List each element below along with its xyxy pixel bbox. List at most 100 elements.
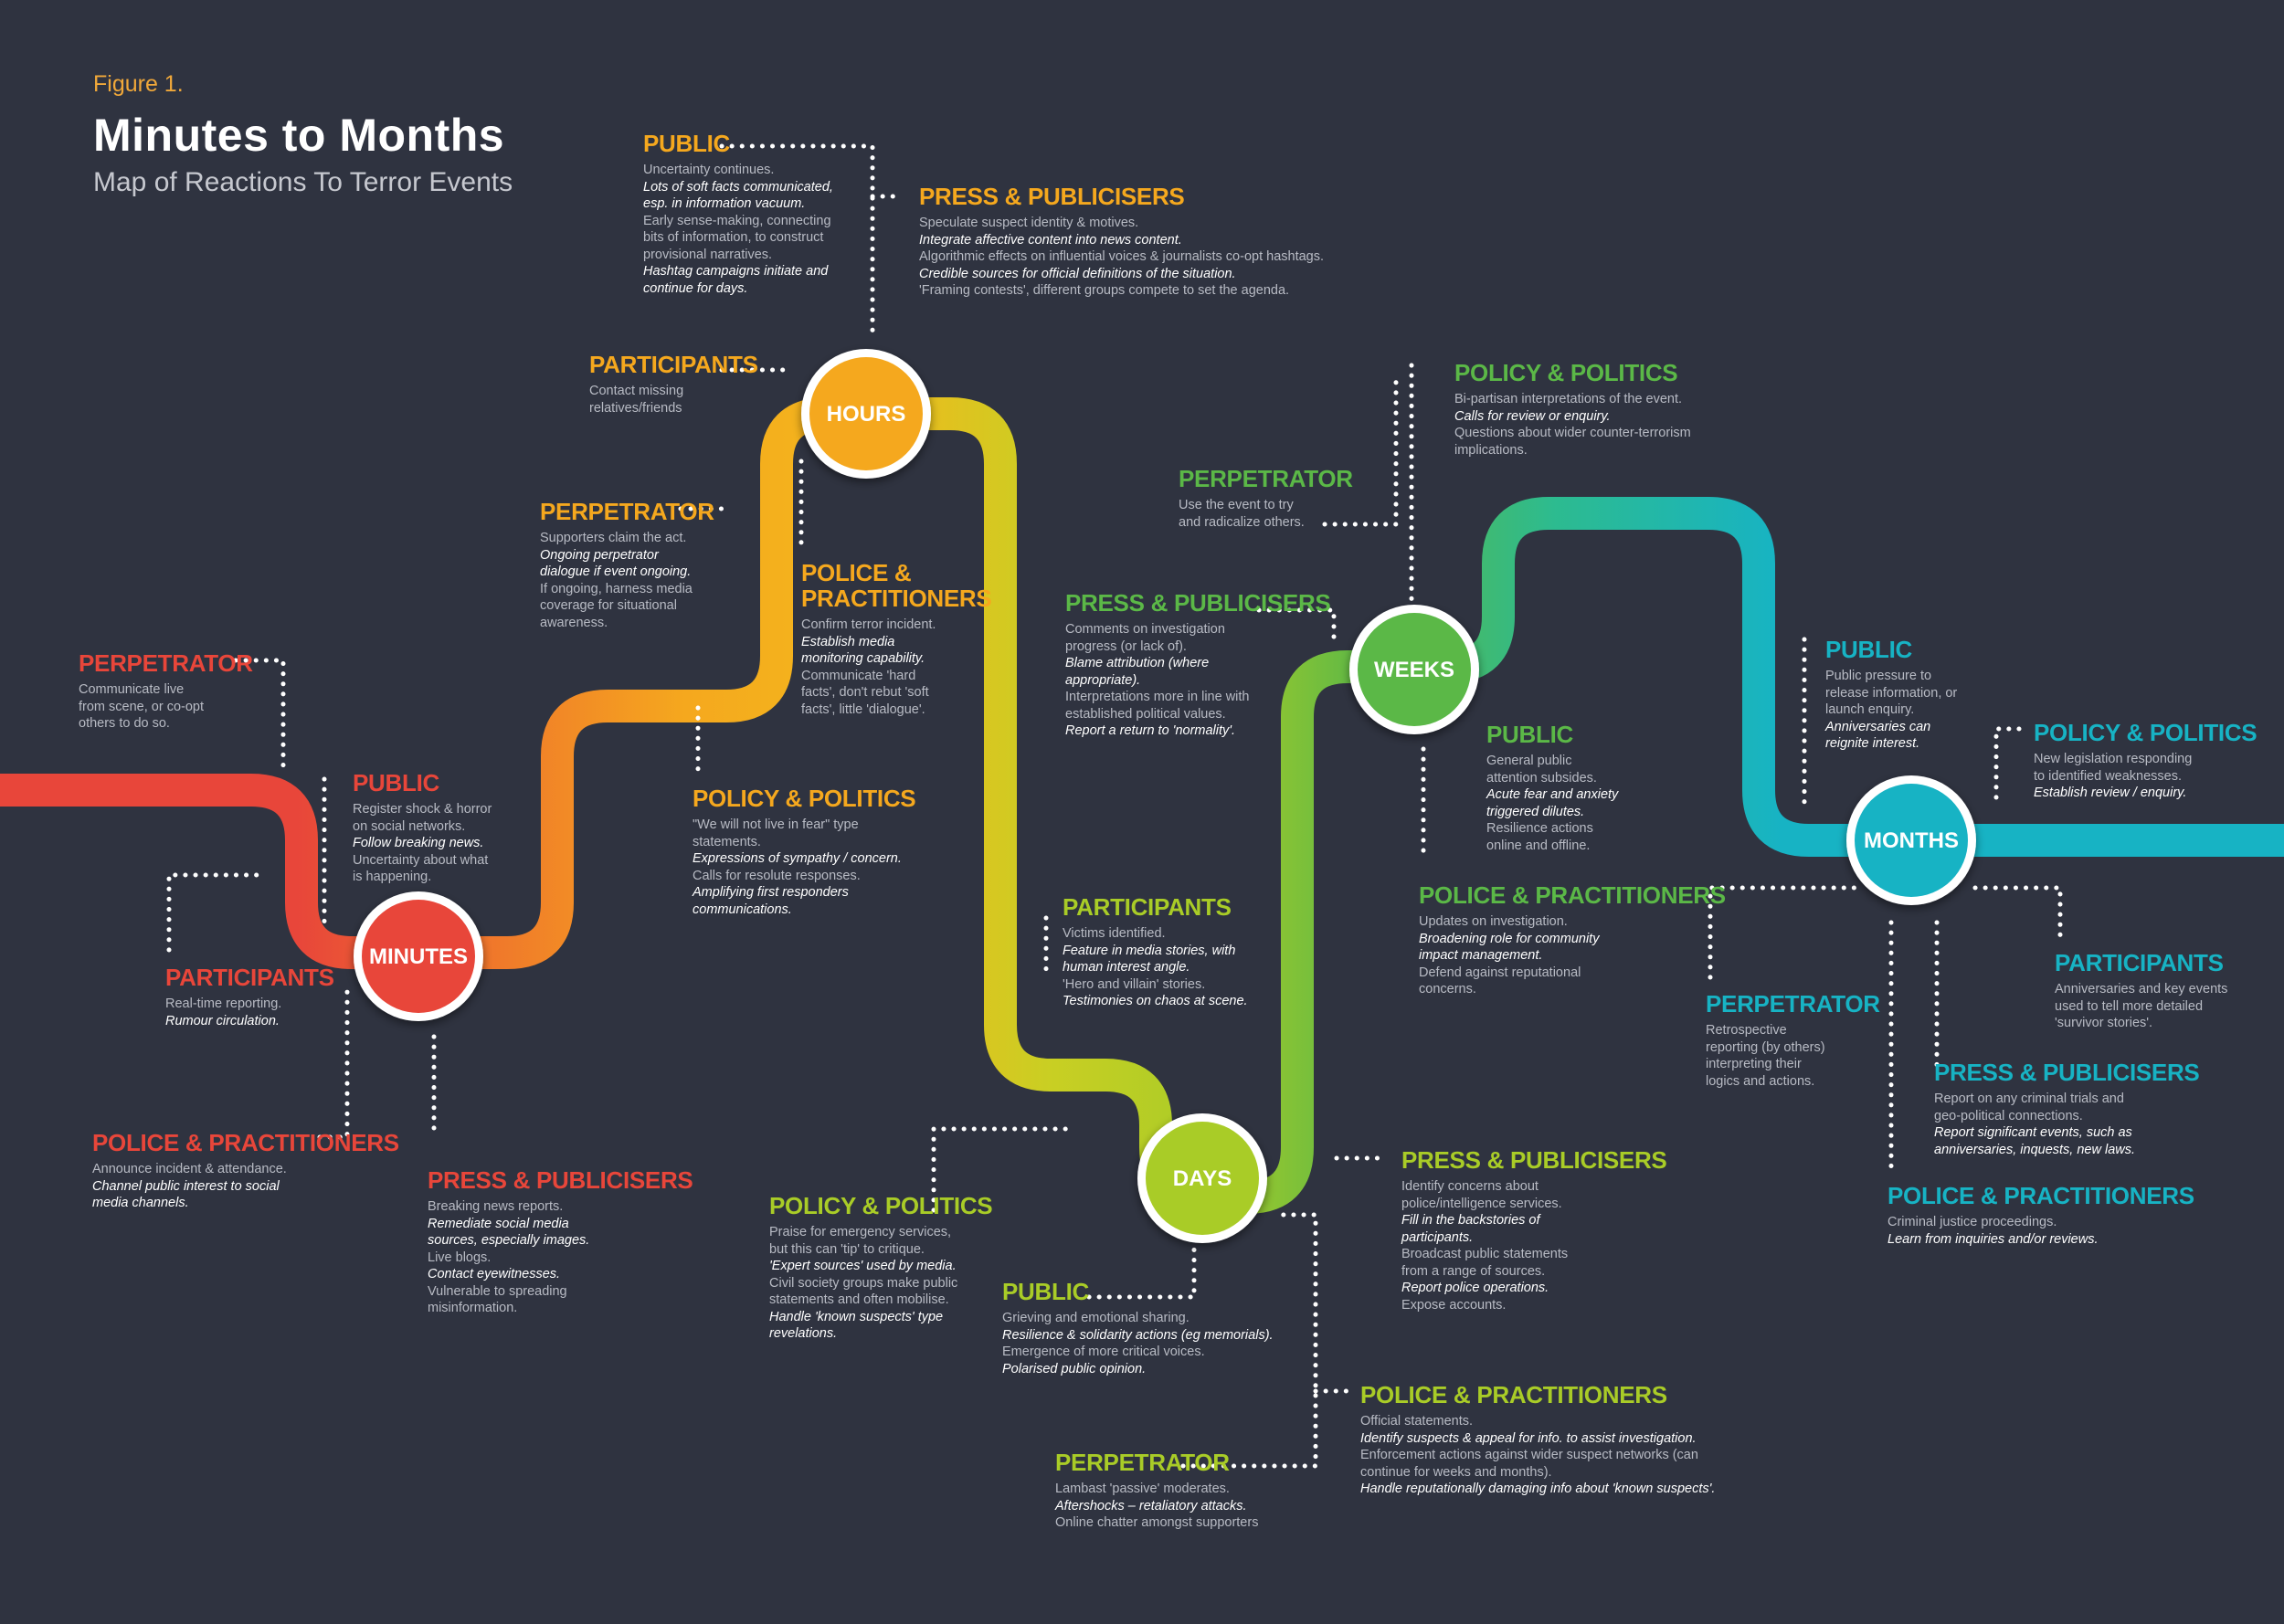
annotation-line: 'Framing contests', different groups com… bbox=[919, 283, 1290, 298]
annotation-line: Civil society groups make public bbox=[769, 1275, 958, 1291]
annotation-line: Lots of soft facts communicated, bbox=[643, 179, 833, 195]
annotation-line: reignite interest. bbox=[1825, 736, 1920, 751]
annotation-title: PARTICIPANTS bbox=[589, 351, 758, 378]
annotation-line: Resilience & solidarity actions (eg memo… bbox=[1002, 1327, 1274, 1343]
annotation-line: established political values. bbox=[1065, 706, 1226, 722]
annotation-line: on social networks. bbox=[353, 818, 466, 834]
annotation-line: Handle reputationally damaging info abou… bbox=[1360, 1482, 1716, 1496]
annotation-body: Official statements.Identify suspects & … bbox=[1360, 1413, 1715, 1498]
annotation-line: and radicalize others. bbox=[1179, 514, 1305, 530]
annotation-line: media channels. bbox=[92, 1196, 189, 1210]
annotation-title: PARTICIPANTS bbox=[2055, 949, 2224, 976]
annotation-line: 'Hero and villain' stories. bbox=[1063, 976, 1206, 992]
annotation-line: Report significant events, such as bbox=[1934, 1125, 2132, 1140]
annotation-line: is happening. bbox=[353, 870, 432, 884]
annotation-line: statements. bbox=[693, 834, 761, 849]
annotation-line: Calls for review or enquiry. bbox=[1454, 408, 1611, 424]
annotation-title: PERPETRATOR bbox=[79, 649, 253, 677]
annotation-line: geo-political connections. bbox=[1934, 1108, 2083, 1123]
stage-node-label: MONTHS bbox=[1864, 828, 1959, 853]
annotation-line: Announce incident & attendance. bbox=[92, 1162, 287, 1176]
annotation-line: relatives/friends bbox=[589, 400, 682, 416]
figure-label: Figure 1. bbox=[93, 71, 184, 97]
annotation-title: POLICY & POLITICS bbox=[2034, 719, 2258, 746]
stage-node-core bbox=[362, 900, 475, 1013]
annotation-title: POLICE & PRACTITIONERS bbox=[92, 1129, 399, 1156]
annotation-line: triggered dilutes. bbox=[1486, 804, 1585, 819]
annotation-title: PERPETRATOR bbox=[1706, 990, 1880, 1018]
annotation-line: Remediate social media bbox=[428, 1216, 569, 1231]
annotation-title: PRESS & PUBLICISERS bbox=[1065, 589, 1331, 617]
annotation-body: Grieving and emotional sharing. Resilienc… bbox=[1002, 1310, 1274, 1377]
annotation-line: Blame attribution (where bbox=[1065, 656, 1210, 670]
annotation-line: continue for weeks and months). bbox=[1360, 1464, 1552, 1480]
stage-node-hours: HOURS bbox=[801, 349, 931, 479]
annotation-line: Report on any criminal trials and bbox=[1934, 1091, 2124, 1106]
annotation-title: PUBLIC bbox=[353, 769, 439, 796]
annotation-line: Establish review / enquiry. bbox=[2034, 786, 2187, 800]
annotation-line: Communicate live bbox=[79, 682, 185, 697]
annotation-line: attention subsides. bbox=[1486, 770, 1597, 786]
annotation-line: Defend against reputational bbox=[1419, 965, 1581, 980]
annotation-line: Questions about wider counter-terrorism bbox=[1454, 426, 1691, 440]
annotation-title: POLICE & PRACTITIONERS bbox=[1887, 1182, 2194, 1209]
annotation-mo-police: POLICE & PRACTITIONERS Criminal justice p… bbox=[1887, 1183, 2194, 1248]
annotation-line: communications. bbox=[693, 902, 792, 917]
annotation-line: facts', little 'dialogue'. bbox=[801, 701, 925, 717]
annotation-line: release information, or bbox=[1825, 685, 1958, 701]
annotation-line: dialogue if event ongoing. bbox=[540, 564, 692, 579]
annotation-line: Live blogs. bbox=[428, 1250, 492, 1265]
annotation-title: PUBLIC bbox=[643, 130, 730, 157]
annotation-line: Praise for emergency services, bbox=[769, 1225, 952, 1239]
annotation-line: provisional narratives. bbox=[643, 247, 773, 262]
annotation-line: revelations. bbox=[769, 1326, 838, 1341]
annotation-body: Criminal justice proceedings.Learn from … bbox=[1887, 1214, 2194, 1248]
annotation-line: Channel public interest to social bbox=[92, 1178, 280, 1194]
annotation-line: Speculate suspect identity & motives. bbox=[919, 216, 1139, 230]
annotation-line: Contact eyewitnesses. bbox=[428, 1267, 561, 1281]
annotation-line: Establish media bbox=[801, 634, 895, 649]
annotation-body: Updates on investigation.Broadening role… bbox=[1419, 913, 1726, 998]
annotation-line: Handle 'known suspects' type bbox=[769, 1309, 944, 1324]
annotation-line: Learn from inquiries and/or reviews. bbox=[1887, 1231, 2099, 1247]
stage-node-label: WEEKS bbox=[1374, 658, 1454, 682]
annotation-body: Real-time reporting.Rumour circulation. bbox=[165, 996, 334, 1029]
annotation-line: Retrospective bbox=[1706, 1023, 1787, 1038]
annotation-line: Bi-partisan interpretations of the event… bbox=[1454, 392, 1683, 406]
annotation-title: PERPETRATOR bbox=[1179, 465, 1353, 492]
annotation-line: Grieving and emotional sharing. bbox=[1002, 1311, 1190, 1325]
annotation-line: used to tell more detailed bbox=[2055, 998, 2204, 1014]
annotation-line: interpreting their bbox=[1706, 1057, 1802, 1071]
annotation-body: Speculate suspect identity & motives.Int… bbox=[919, 215, 1324, 300]
annotation-line: Enforcement actions against wider suspec… bbox=[1360, 1448, 1698, 1462]
annotation-title: PRESS & PUBLICISERS bbox=[1934, 1059, 2200, 1086]
page-subtitle: Map of Reactions To Terror Events bbox=[93, 167, 513, 197]
timeline-track bbox=[0, 397, 2284, 1214]
annotation-line: Anniversaries can bbox=[1825, 719, 1931, 734]
stage-node-label: DAYS bbox=[1173, 1166, 1232, 1191]
annotation-line: Supporters claim the act. bbox=[540, 531, 687, 545]
annotation-line: Ongoing perpetrator bbox=[540, 547, 659, 563]
annotation-line: Vulnerable to spreading bbox=[428, 1283, 567, 1299]
annotation-body: Supporters claim the act. Ongoing perpetr… bbox=[540, 530, 714, 631]
annotation-line: from a range of sources. bbox=[1401, 1263, 1546, 1279]
annotation-line: Interpretations more in line with bbox=[1065, 690, 1250, 704]
annotation-line: Feature in media stories, with bbox=[1063, 943, 1236, 958]
annotation-line: Expressions of sympathy / concern. bbox=[693, 851, 902, 866]
annotation-line: Fill in the backstories of bbox=[1401, 1213, 1540, 1228]
